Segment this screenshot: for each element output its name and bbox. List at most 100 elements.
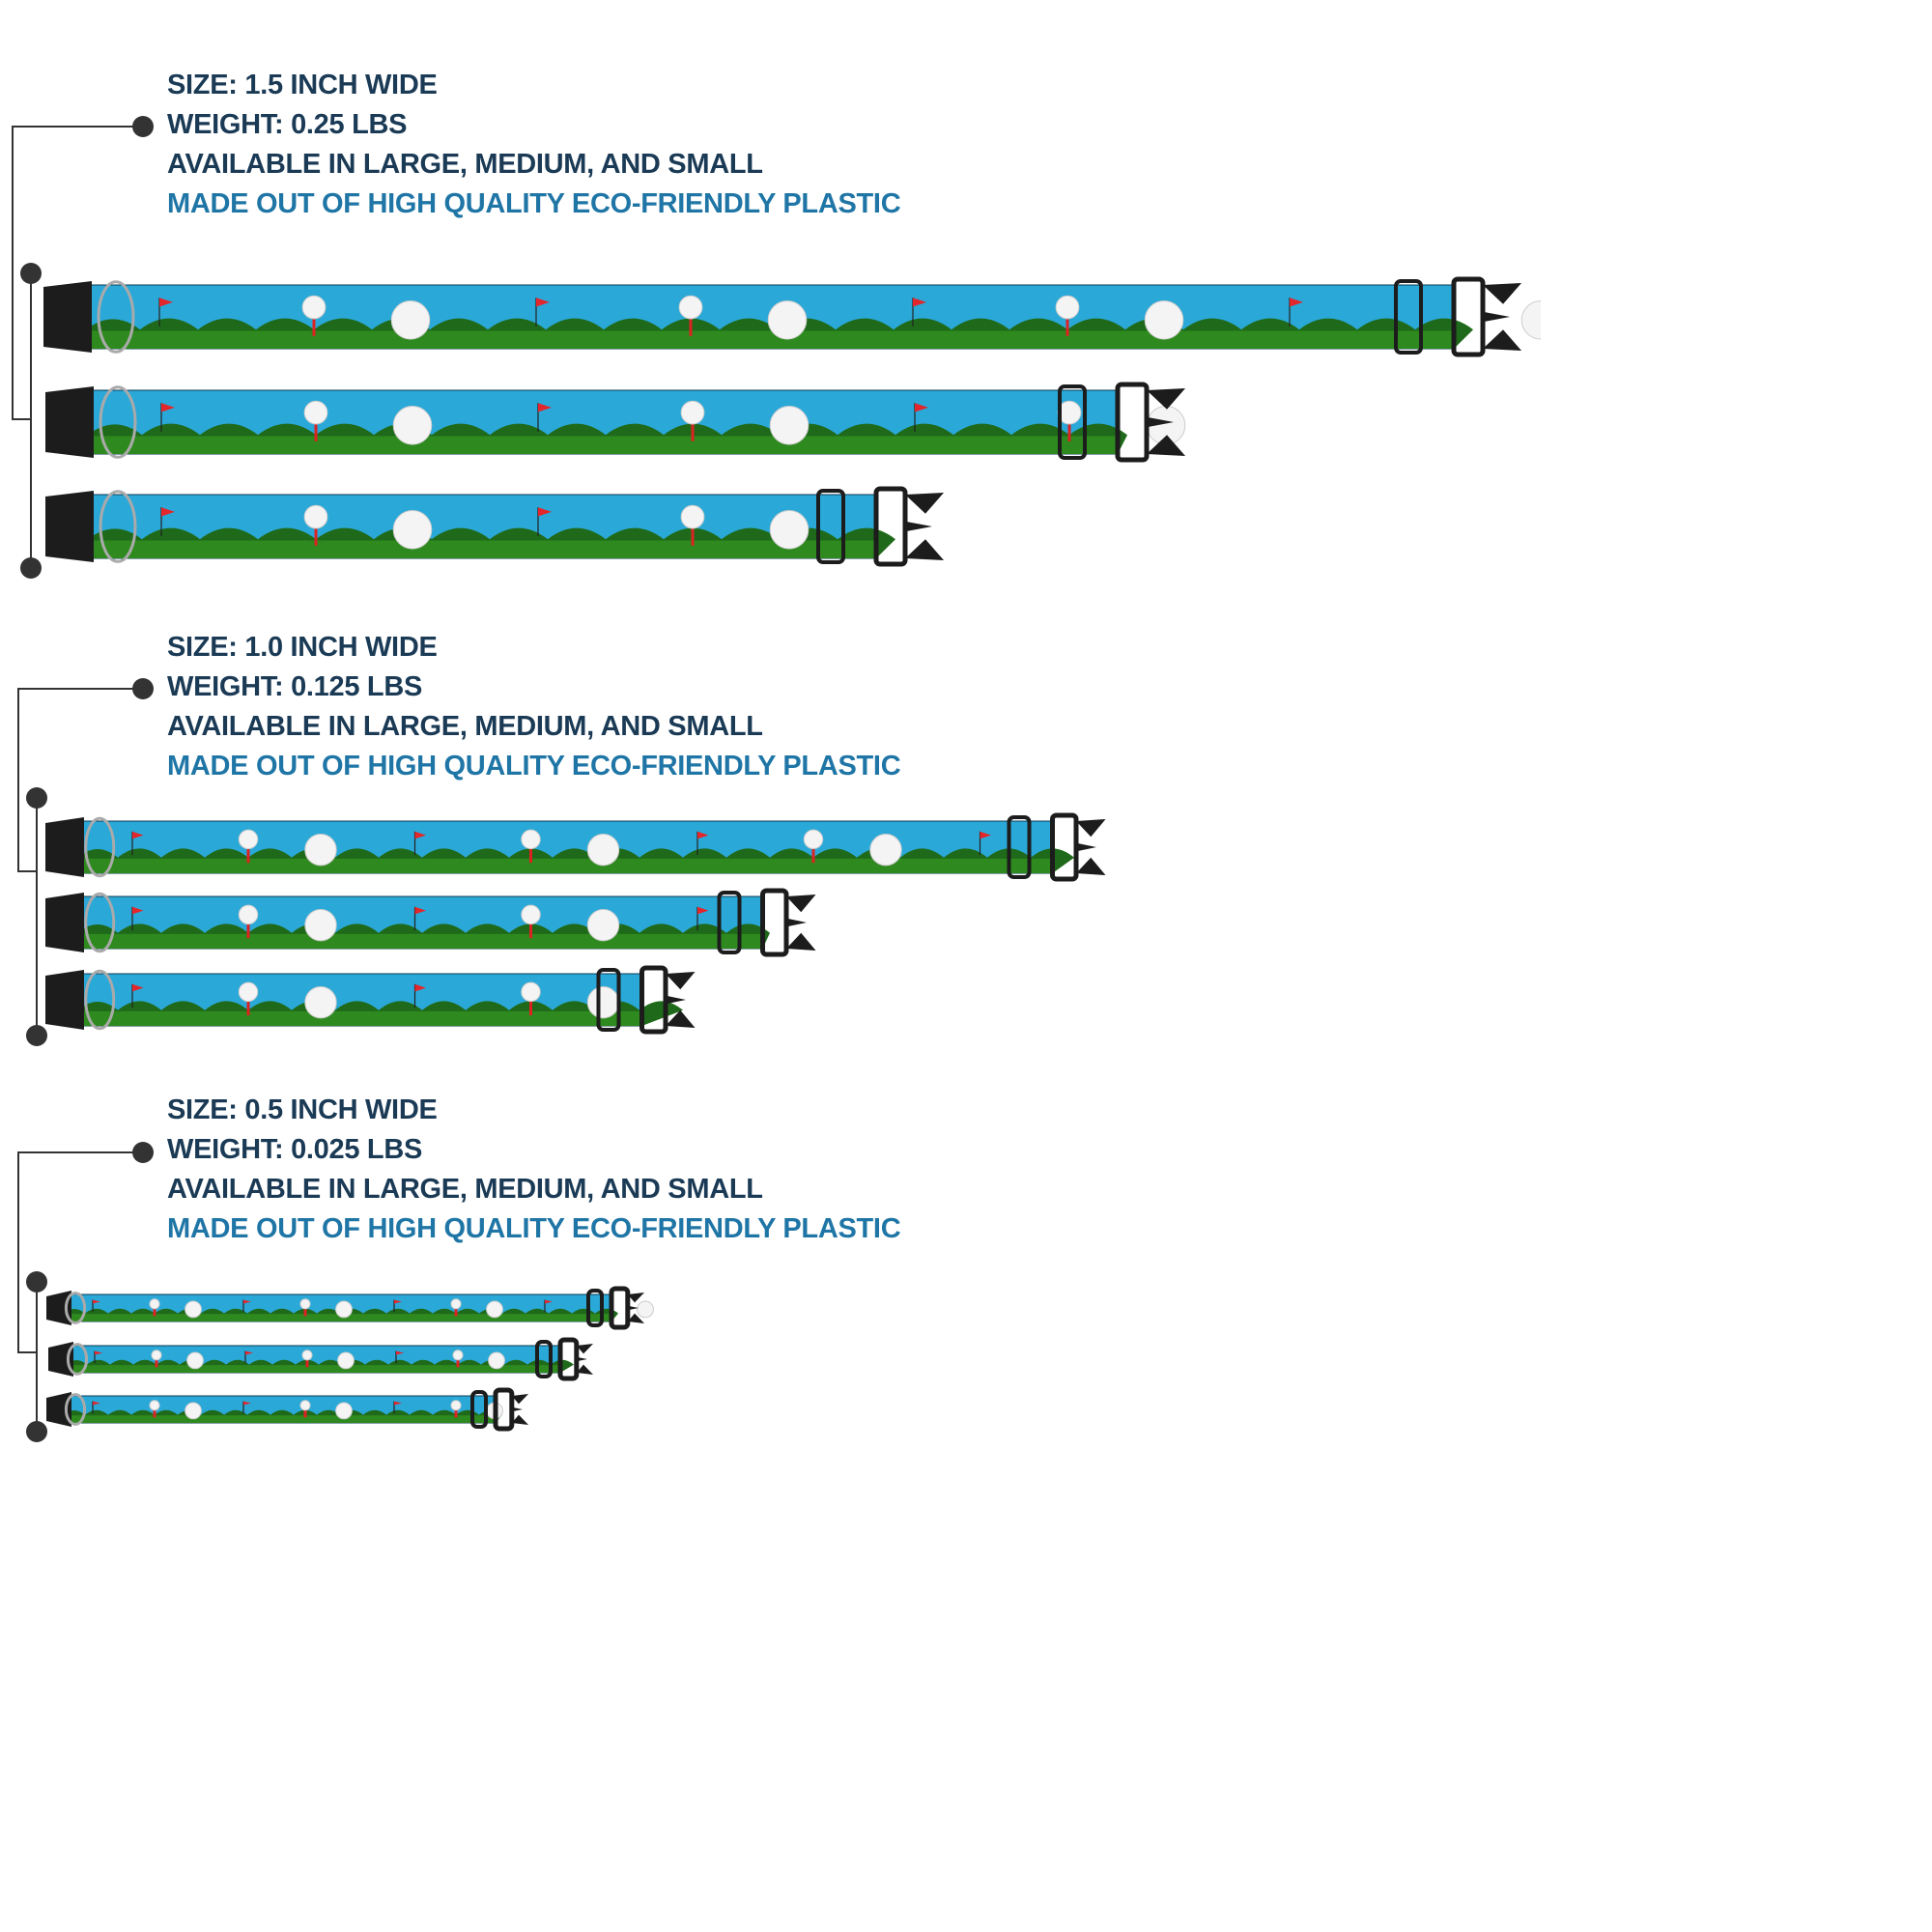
slider-loop xyxy=(470,1390,488,1429)
tee-icon xyxy=(246,997,250,1016)
golf-ball-icon xyxy=(767,300,808,340)
material-text: MADE OUT OF HIGH QUALITY ECO-FRIENDLY PL… xyxy=(167,188,901,219)
bracket-dot-bottom xyxy=(26,1421,47,1442)
collar xyxy=(45,812,1106,882)
connector-line xyxy=(36,798,38,1036)
tee-icon xyxy=(153,1306,156,1317)
golf-ball-on-tee-icon xyxy=(521,829,541,850)
slider-loop xyxy=(816,489,845,564)
collar xyxy=(45,888,816,957)
weight-text: WEIGHT: 0.25 LBS xyxy=(167,109,408,140)
golf-ball-on-tee-icon xyxy=(1055,295,1080,320)
collar-illustration xyxy=(45,887,838,958)
connector-dot xyxy=(132,1142,154,1163)
golf-flag-icon xyxy=(394,1401,402,1406)
buckle-female xyxy=(48,1342,73,1377)
golf-flag-icon xyxy=(132,983,144,992)
bracket-dot-top xyxy=(26,1271,47,1293)
golf-ball-on-tee-icon xyxy=(521,904,541,925)
collar xyxy=(46,1387,528,1432)
golf-ball-on-tee-icon xyxy=(452,1350,464,1361)
tee-icon xyxy=(529,844,532,864)
golf-ball-icon xyxy=(1520,300,1541,340)
slider-loop xyxy=(535,1340,553,1378)
d-ring-icon xyxy=(99,490,137,563)
tee-icon xyxy=(314,418,318,441)
golf-ball-icon xyxy=(392,406,433,445)
slider-loop xyxy=(1058,384,1087,460)
golf-flag-icon xyxy=(697,906,709,915)
bracket-dot-bottom xyxy=(26,1025,47,1046)
golf-ball-on-tee-icon xyxy=(238,829,259,850)
golf-ball-icon xyxy=(185,1300,202,1319)
grass-graphic xyxy=(74,858,1053,873)
collar-illustration xyxy=(48,1336,618,1382)
collar xyxy=(48,1337,593,1381)
golf-flag-icon xyxy=(93,1401,100,1406)
collar xyxy=(43,276,1541,357)
tee-icon xyxy=(811,844,815,864)
golf-ball-on-tee-icon xyxy=(299,1298,311,1310)
collar-illustration xyxy=(46,1386,554,1433)
buckle-frame xyxy=(609,1286,631,1330)
tee-icon xyxy=(691,418,695,441)
golf-ball-icon xyxy=(769,406,810,445)
connector-line xyxy=(12,418,30,420)
golf-ball-icon xyxy=(486,1300,503,1319)
golf-flag-icon xyxy=(161,403,175,412)
specs-block: SIZE: 1.0 INCH WIDE WEIGHT: 0.125 LBS AV… xyxy=(167,628,901,786)
buckle-female xyxy=(45,893,84,952)
collar xyxy=(45,486,944,567)
golf-ball-icon xyxy=(335,1402,353,1420)
golf-ball-on-tee-icon xyxy=(238,981,259,1003)
golf-ball-icon xyxy=(586,909,620,942)
slider-loop xyxy=(1007,815,1032,879)
golf-flag-icon xyxy=(394,1299,402,1304)
d-ring-icon xyxy=(84,816,116,878)
weight-text: WEIGHT: 0.025 LBS xyxy=(167,1134,423,1165)
grass-graphic xyxy=(64,1365,560,1373)
slider-loop xyxy=(586,1289,604,1327)
tee-icon xyxy=(454,1306,458,1317)
golf-ball-icon xyxy=(769,510,810,550)
specs-block: SIZE: 0.5 INCH WIDE WEIGHT: 0.025 LBS AV… xyxy=(167,1091,901,1249)
golf-ball-on-tee-icon xyxy=(301,1350,313,1361)
buckle-female xyxy=(45,491,94,562)
golf-flag-icon xyxy=(538,403,552,412)
golf-flag-icon xyxy=(159,298,173,307)
grass-graphic xyxy=(74,1010,642,1026)
grass-graphic xyxy=(82,330,1454,349)
buckle-prongs xyxy=(786,895,816,951)
collar xyxy=(45,965,696,1035)
golf-ball-on-tee-icon xyxy=(149,1298,160,1310)
golf-ball-icon xyxy=(186,1351,204,1370)
buckle-prongs xyxy=(1076,819,1106,875)
buckle-female xyxy=(46,1291,71,1325)
tee-icon xyxy=(303,1407,307,1418)
buckle-frame xyxy=(557,1337,580,1381)
tee-icon xyxy=(153,1407,156,1418)
golf-flag-icon xyxy=(93,1299,100,1304)
golf-ball-icon xyxy=(488,1351,505,1370)
d-ring-icon xyxy=(99,385,137,459)
weight-text: WEIGHT: 0.125 LBS xyxy=(167,671,423,702)
connector-line xyxy=(36,1282,38,1432)
connector-line xyxy=(17,870,36,872)
grass-graphic xyxy=(62,1314,611,1321)
availability-text: AVAILABLE IN LARGE, MEDIUM, AND SMALL xyxy=(167,1174,763,1205)
size-text: SIZE: 0.5 INCH WIDE xyxy=(167,1094,438,1125)
golf-flag-icon xyxy=(697,831,709,839)
golf-ball-icon xyxy=(337,1351,355,1370)
golf-flag-icon xyxy=(913,298,926,307)
tee-icon xyxy=(305,1357,309,1368)
collar-illustration xyxy=(45,381,1205,464)
collar-illustration xyxy=(45,964,717,1036)
golf-ball-on-tee-icon xyxy=(521,981,541,1003)
connector-line xyxy=(17,688,143,690)
golf-flag-icon xyxy=(414,983,426,992)
bracket-dot-top xyxy=(20,263,42,284)
golf-flag-icon xyxy=(132,906,144,915)
bracket-dot-top xyxy=(26,787,47,809)
availability-text: AVAILABLE IN LARGE, MEDIUM, AND SMALL xyxy=(167,149,763,180)
buckle-frame xyxy=(1115,382,1150,463)
